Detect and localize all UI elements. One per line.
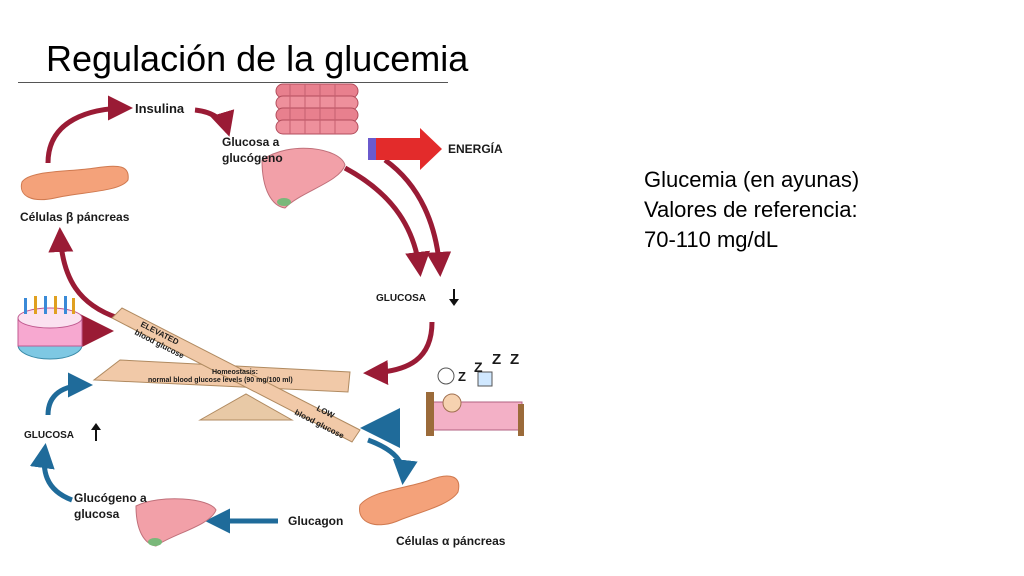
glucosa-a-glucogeno-label-1: Glucosa a bbox=[222, 135, 280, 149]
sleeping-person-icon bbox=[426, 367, 524, 436]
pancreas-alpha-icon bbox=[359, 475, 460, 526]
arrow-glucogeno-to-glucosa bbox=[29, 443, 73, 503]
glucogeno-a-glucosa-label-2: glucosa bbox=[74, 507, 120, 521]
arrow-beta-to-insulina bbox=[45, 95, 133, 164]
info-line-reference: Valores de referencia: bbox=[644, 197, 858, 222]
energy-arrow-icon bbox=[368, 128, 442, 170]
z-2: Z bbox=[474, 359, 483, 375]
arrow-down-icon bbox=[449, 289, 459, 306]
arrow-up-icon bbox=[91, 423, 101, 441]
glucosa-a-glucogeno-label-2: glucógeno bbox=[222, 151, 283, 165]
arrow-insulina-to-glucogeno bbox=[194, 107, 235, 137]
info-line-range: 70-110 mg/dL bbox=[644, 227, 779, 252]
reference-values-box: Glucemia (en ayunas) Valores de referenc… bbox=[644, 165, 859, 255]
arrow-muscle-to-glucosa bbox=[383, 157, 452, 277]
z-3: Z bbox=[492, 351, 501, 368]
arrow-glucosa-to-seesaw-blue bbox=[45, 372, 93, 416]
liver-top-icon bbox=[261, 147, 346, 209]
slide-title: Regulación de la glucemia bbox=[46, 38, 469, 79]
celulas-beta-label: Células β páncreas bbox=[20, 210, 130, 224]
muscle-icon bbox=[275, 83, 359, 135]
insulina-label: Insulina bbox=[135, 101, 185, 116]
glucosa-up-label: GLUCOSA bbox=[24, 430, 74, 441]
arrow-elevated-to-beta bbox=[48, 227, 119, 321]
glucose-regulation-diagram: ENERGÍA bbox=[17, 83, 524, 548]
seesaw-homeostasis bbox=[92, 307, 361, 443]
homeostasis-label-1: Homeostasis: bbox=[212, 369, 258, 376]
homeostasis-label-2: normal blood glucose levels (90 mg/100 m… bbox=[148, 377, 293, 384]
liver-bottom-icon bbox=[135, 498, 217, 547]
info-line-fasting: Glucemia (en ayunas) bbox=[644, 167, 860, 192]
glucagon-label: Glucagon bbox=[288, 514, 343, 528]
z-1: Z bbox=[458, 369, 466, 384]
z-4: Z bbox=[510, 351, 519, 368]
celulas-alfa-label: Células α páncreas bbox=[396, 534, 506, 548]
arrow-low-to-alpha bbox=[367, 437, 418, 485]
glucogeno-a-glucosa-label-1: Glucógeno a bbox=[74, 491, 147, 505]
energia-label: ENERGÍA bbox=[448, 141, 503, 156]
pancreas-beta-icon bbox=[20, 165, 129, 201]
title-underline bbox=[18, 82, 448, 83]
arrow-glucosa-to-seesaw bbox=[363, 321, 435, 386]
glucosa-down-label: GLUCOSA bbox=[376, 293, 426, 304]
arrow-liver-to-glucosa bbox=[343, 165, 431, 277]
birthday-cake-icon bbox=[17, 296, 83, 360]
